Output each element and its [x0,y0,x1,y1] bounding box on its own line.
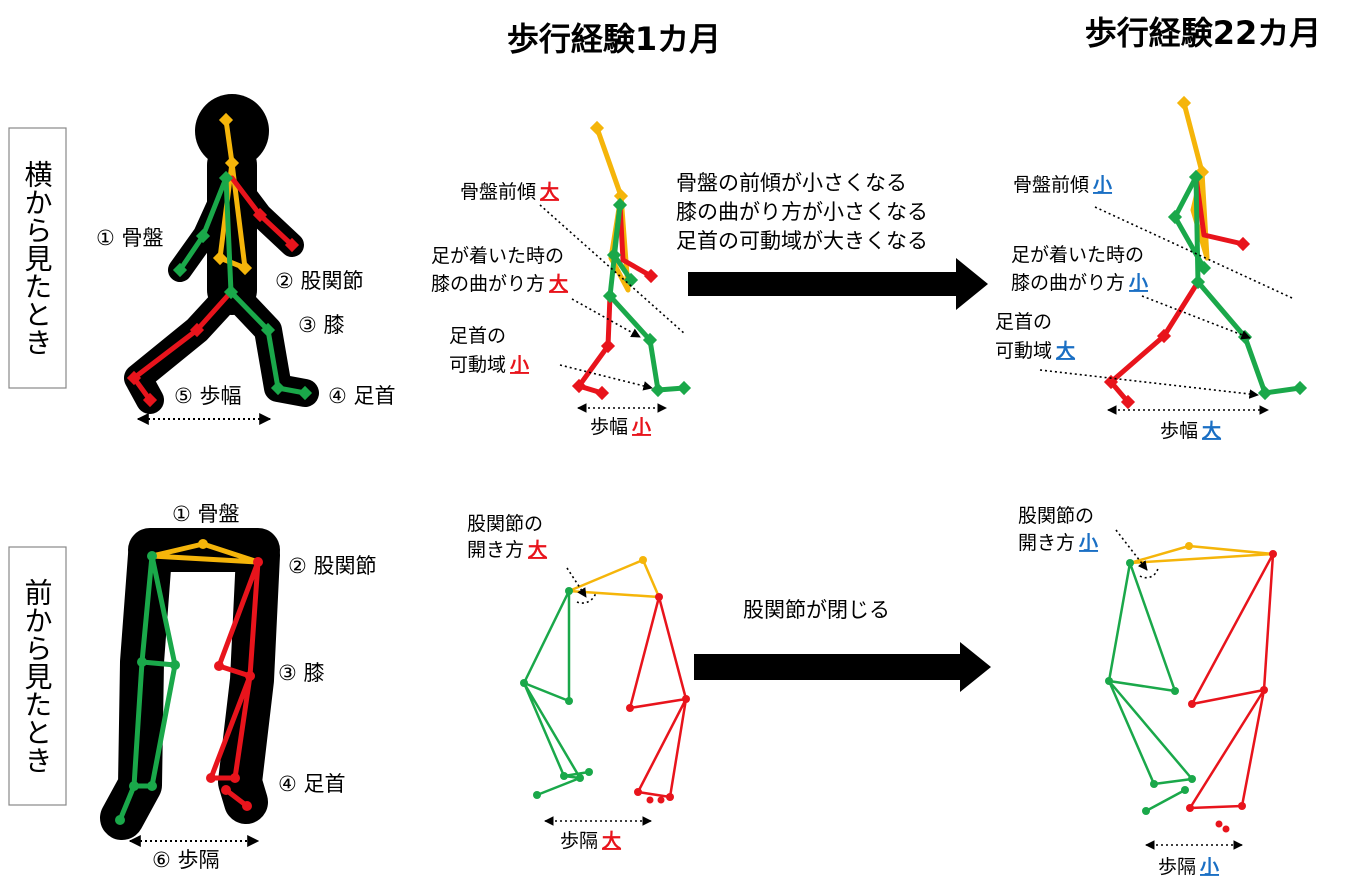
legend-side-pelvis: ① 骨盤 [96,226,164,250]
side-skeleton-left [126,112,313,408]
row-label-front: 前から見たとき [8,546,67,806]
side-change-line-2: 膝の曲がり方が小さくなる [676,200,928,224]
side-change-arrow [688,258,988,310]
legend-side-stride: ⑤ 歩幅 [174,384,242,408]
side-22m-ankle-label-2: 可動域大 [995,339,1075,362]
side-change-line-1: 骨盤の前傾が小さくなる [676,171,907,195]
legend-front-step-width: ⑥ 歩隔 [152,848,220,872]
side-1m-knee-label-1: 足が着いた時の [431,245,564,267]
front-1-month-annotation-lines [544,567,652,826]
side-1m-pelvis-label: 骨盤前傾大 [460,180,559,203]
front-1m-hip-label-1: 股関節の [467,513,543,535]
side-1-month-annotation-lines [539,204,686,413]
front-22m-hip-label-1: 股関節の [1018,505,1094,527]
legend-side-knee: ③ 膝 [298,313,345,337]
side-1m-ankle-label-2: 可動域小 [449,354,529,376]
row-label-side-text: 横から見たとき [21,160,54,356]
side-22-months-annotation-lines [1039,206,1293,415]
header-1-month: 歩行経験1カ月 [507,20,721,58]
front-22m-hip-label-2: 開き方小 [1018,532,1098,554]
front-skeleton-left [115,539,263,825]
side-22m-ankle-label-1: 足首の [995,311,1052,333]
side-22m-pelvis-label: 骨盤前傾小 [1013,174,1112,196]
front-skeleton-1-month [520,556,690,804]
legend-front-knee: ③ 膝 [278,661,325,685]
front-22-months-annotation-lines [1115,529,1243,850]
front-1m-hip-label-2: 開き方大 [467,538,547,561]
side-22m-stride-label: 歩幅大 [1160,419,1221,442]
front-change-arrow [694,642,991,692]
header-22-months: 歩行経験22カ月 [1085,14,1322,52]
legend-front-pelvis: ① 骨盤 [172,502,240,526]
side-1m-stride-label: 歩幅小 [590,416,651,438]
side-skeleton-22-months [1103,95,1308,410]
side-skeleton-1-month [571,120,692,401]
side-22m-knee-label-2: 膝の曲がり方小 [1011,272,1148,294]
front-1m-step-width-label: 歩隔大 [560,829,621,852]
side-1m-ankle-label-1: 足首の [449,325,506,347]
legend-front-hip: ② 股関節 [288,554,377,578]
side-1m-knee-label-2: 膝の曲がり方大 [431,272,568,295]
legend-side-hip: ② 股関節 [275,269,364,293]
side-22m-knee-label-1: 足が着いた時の [1011,244,1144,266]
row-label-side: 横から見たとき [8,127,67,389]
front-skeleton-22-months [1105,542,1277,833]
legend-front-ankle: ④ 足首 [278,772,346,796]
row-label-front-text: 前から見たとき [21,578,54,774]
front-change-text: 股関節が閉じる [743,598,890,622]
side-change-line-3: 足首の可動域が大きくなる [676,229,928,253]
front-22m-step-width-label: 歩隔小 [1158,856,1219,878]
legend-side-ankle: ④ 足首 [328,384,396,408]
